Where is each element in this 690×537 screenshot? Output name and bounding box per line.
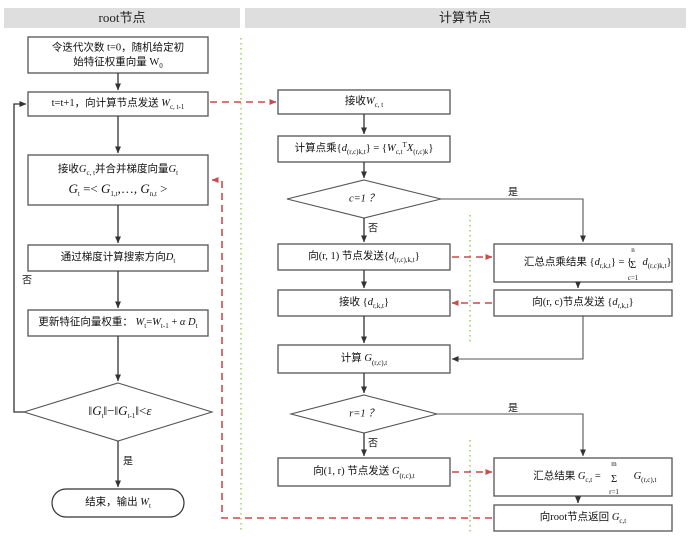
node-init-line2: 始特征权重向量 W0 — [73, 55, 163, 69]
node-sum-g-upper: m — [611, 460, 617, 468]
node-init-line1: 令迭代次数 t=0，随机给定初 — [52, 40, 184, 53]
node-converge-formula: ‖Gt‖−‖Gt-1‖<ε — [89, 403, 153, 420]
node-sum-dot-text: 汇总点乘结果 {dr,k,t} = { — [524, 255, 632, 269]
node-sum-g-tail: G(r,c),t — [634, 471, 657, 483]
node-init-box — [27, 36, 209, 74]
node-update-w-box — [27, 309, 209, 337]
node-search-dir-text: 通过梯度计算搜索方向Dt — [61, 250, 176, 264]
label-left-no: 否 — [22, 274, 32, 286]
node-sum-g-sigma: Σ — [611, 474, 617, 485]
node-calc-g-box — [277, 344, 451, 374]
node-recv-d-box — [277, 289, 451, 317]
node-sum-dot-upper: n — [631, 246, 635, 254]
node-recv-merge-box — [27, 154, 209, 206]
node-sum-g-text: 汇总结果 Gc,t = — [533, 469, 601, 483]
node-send-rc-text: 向(r, c)节点发送 {dr,k,t} — [532, 295, 633, 309]
node-dot-product-box — [277, 135, 451, 163]
node-recv-merge-formula: Gt =< G1,t,…, Gn,t > — [68, 181, 167, 198]
node-end-terminal — [51, 488, 185, 518]
node-send-r1-box — [277, 243, 451, 271]
node-update-w-text: 更新特征向量权重： Wt=Wt-1 + α Dt — [38, 315, 197, 329]
node-calc-g-text: 计算 G(r,c),t — [341, 351, 388, 366]
edge-condr-yes — [437, 413, 586, 457]
panel-header-left: root节点 — [4, 8, 240, 28]
right-header-bar — [245, 8, 686, 28]
node-send-w-text: t=t+1，向计算节点发送 Wc, t-1 — [52, 96, 185, 110]
label-left-yes: 是 — [123, 455, 133, 467]
msg-return-g-to-root — [211, 177, 492, 519]
node-sum-dot-tail: d(r,c)k,t} — [642, 257, 671, 269]
node-send-r1-text: 向(r, 1) 节点发送{d(r,c),k,t} — [308, 249, 420, 263]
node-send-rc-box — [493, 289, 673, 317]
label-condc-no: 否 — [368, 222, 378, 234]
node-recv-merge-line1: 接收Gc, t并合并梯度向量Gt — [58, 162, 178, 176]
left-header-title: root节点 — [99, 10, 146, 25]
edge-condc-yes — [441, 198, 586, 243]
label-condc-yes: 是 — [508, 186, 518, 198]
label-condr-no: 否 — [368, 437, 378, 449]
node-end-text: 结束，输出 Wt — [85, 495, 151, 509]
node-recv-w-text: 接收Wc, t — [345, 94, 383, 108]
node-sum-dot-sigma: Σ — [630, 260, 636, 271]
node-sum-dot-lower: c=1 — [628, 274, 639, 282]
node-send-1r-text: 向(1, r) 节点发送 G(r,c),t — [313, 464, 415, 479]
node-sum-dot-box — [493, 243, 673, 283]
label-condr-yes: 是 — [508, 402, 518, 414]
edge-sendrc-to-calcg — [451, 316, 584, 362]
node-cond-c-text: c=1 ？ — [349, 193, 379, 204]
left-header-bar — [4, 8, 240, 28]
node-sum-g-box — [493, 457, 673, 497]
node-send-1r-box — [277, 457, 451, 487]
node-dot-product-text: 计算点乘{d(r,c)k,t} = {Wc,tTX(r,c)k} — [295, 141, 434, 156]
node-cond-r-text: r=1 ？ — [349, 408, 379, 419]
node-recv-w-box — [277, 89, 451, 115]
right-header-title: 计算节点 — [439, 10, 491, 25]
node-recv-d-text: 接收 {dr,k,t} — [339, 295, 389, 309]
panel-header-right: 计算节点 — [245, 8, 686, 28]
edge-converge-no-loop — [13, 101, 27, 413]
node-sum-g-lower: r=1 — [609, 488, 619, 496]
node-return-root-text: 向root节点返回 Gc,t — [540, 510, 626, 524]
node-return-root-box — [493, 504, 673, 532]
